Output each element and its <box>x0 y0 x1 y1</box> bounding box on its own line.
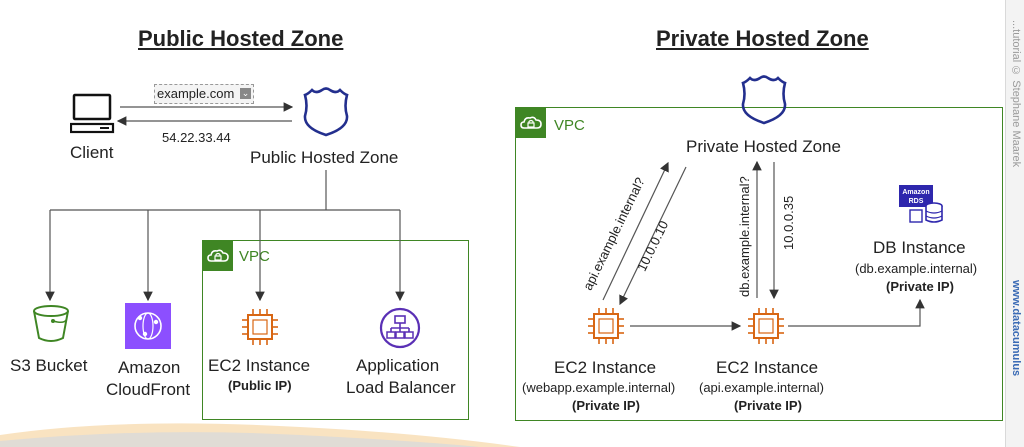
watermark-strip <box>1005 0 1024 447</box>
ec2-icon <box>242 309 278 345</box>
shield-icon <box>303 87 349 137</box>
load-balancer-icon <box>379 307 421 349</box>
vpc-label: VPC <box>239 248 270 265</box>
answer-db-ip: 10.0.0.35 <box>781 195 796 250</box>
ec2-icon <box>748 308 784 344</box>
ec2-webapp-hostname: (webapp.example.internal) <box>522 380 676 395</box>
alb-label-line2: Load Balancer <box>346 378 456 397</box>
db-label: DB Instance <box>873 238 966 257</box>
ec2-icon <box>588 308 624 344</box>
alb-label-line1: Application <box>356 356 440 375</box>
ec2-webapp-label: EC2 Instance <box>554 358 657 377</box>
ec2-api-ip: (Private IP) <box>734 398 802 413</box>
dns-query-text: example.com <box>157 86 235 101</box>
ec2-public-label: EC2 Instance <box>208 356 311 375</box>
public-zone-label: Public Hosted Zone <box>250 148 399 167</box>
client-label: Client <box>70 143 114 162</box>
cloudfront-icon <box>125 303 171 349</box>
ec2-api-hostname: (api.example.internal) <box>699 380 825 395</box>
private-title: Private Hosted Zone <box>656 26 869 51</box>
site-watermark: www.datacumulus <box>1010 280 1022 377</box>
vpc-cloud-icon <box>203 241 233 271</box>
dns-query-box: example.com ⌄ <box>154 84 254 104</box>
rds-icon: Amazon RDS <box>899 185 943 223</box>
ec2-public-ip: (Public IP) <box>228 378 292 393</box>
vpc-label: VPC <box>554 117 585 134</box>
s3-bucket-icon <box>33 305 69 342</box>
shield-icon <box>741 75 787 125</box>
cloudfront-label-line2: CloudFront <box>106 380 191 399</box>
svg-text:RDS: RDS <box>909 198 924 205</box>
dns-answer-ip: 54.22.33.44 <box>162 130 231 145</box>
db-ip: (Private IP) <box>886 279 954 294</box>
public-title: Public Hosted Zone <box>138 26 344 51</box>
s3-bucket-label: S3 Bucket <box>10 356 88 375</box>
decorative-sweep <box>0 423 520 447</box>
cloudfront-label-line1: Amazon <box>118 358 181 377</box>
svg-text:Amazon: Amazon <box>902 189 929 196</box>
chevron-down-icon: ⌄ <box>240 88 251 99</box>
db-hostname: (db.example.internal) <box>855 261 978 276</box>
client-computer-icon <box>70 93 115 134</box>
private-zone-label: Private Hosted Zone <box>686 137 841 156</box>
private-vpc-box: VPC <box>515 107 1003 421</box>
vpc-cloud-icon <box>516 108 546 138</box>
copyright-watermark: ...tutorial © Stephane Maarek <box>1010 20 1022 168</box>
ec2-webapp-ip: (Private IP) <box>572 398 640 413</box>
public-vpc-box: VPC <box>202 240 469 420</box>
query-db-label: db.example.internal? <box>737 176 752 297</box>
ec2-api-label: EC2 Instance <box>716 358 819 377</box>
